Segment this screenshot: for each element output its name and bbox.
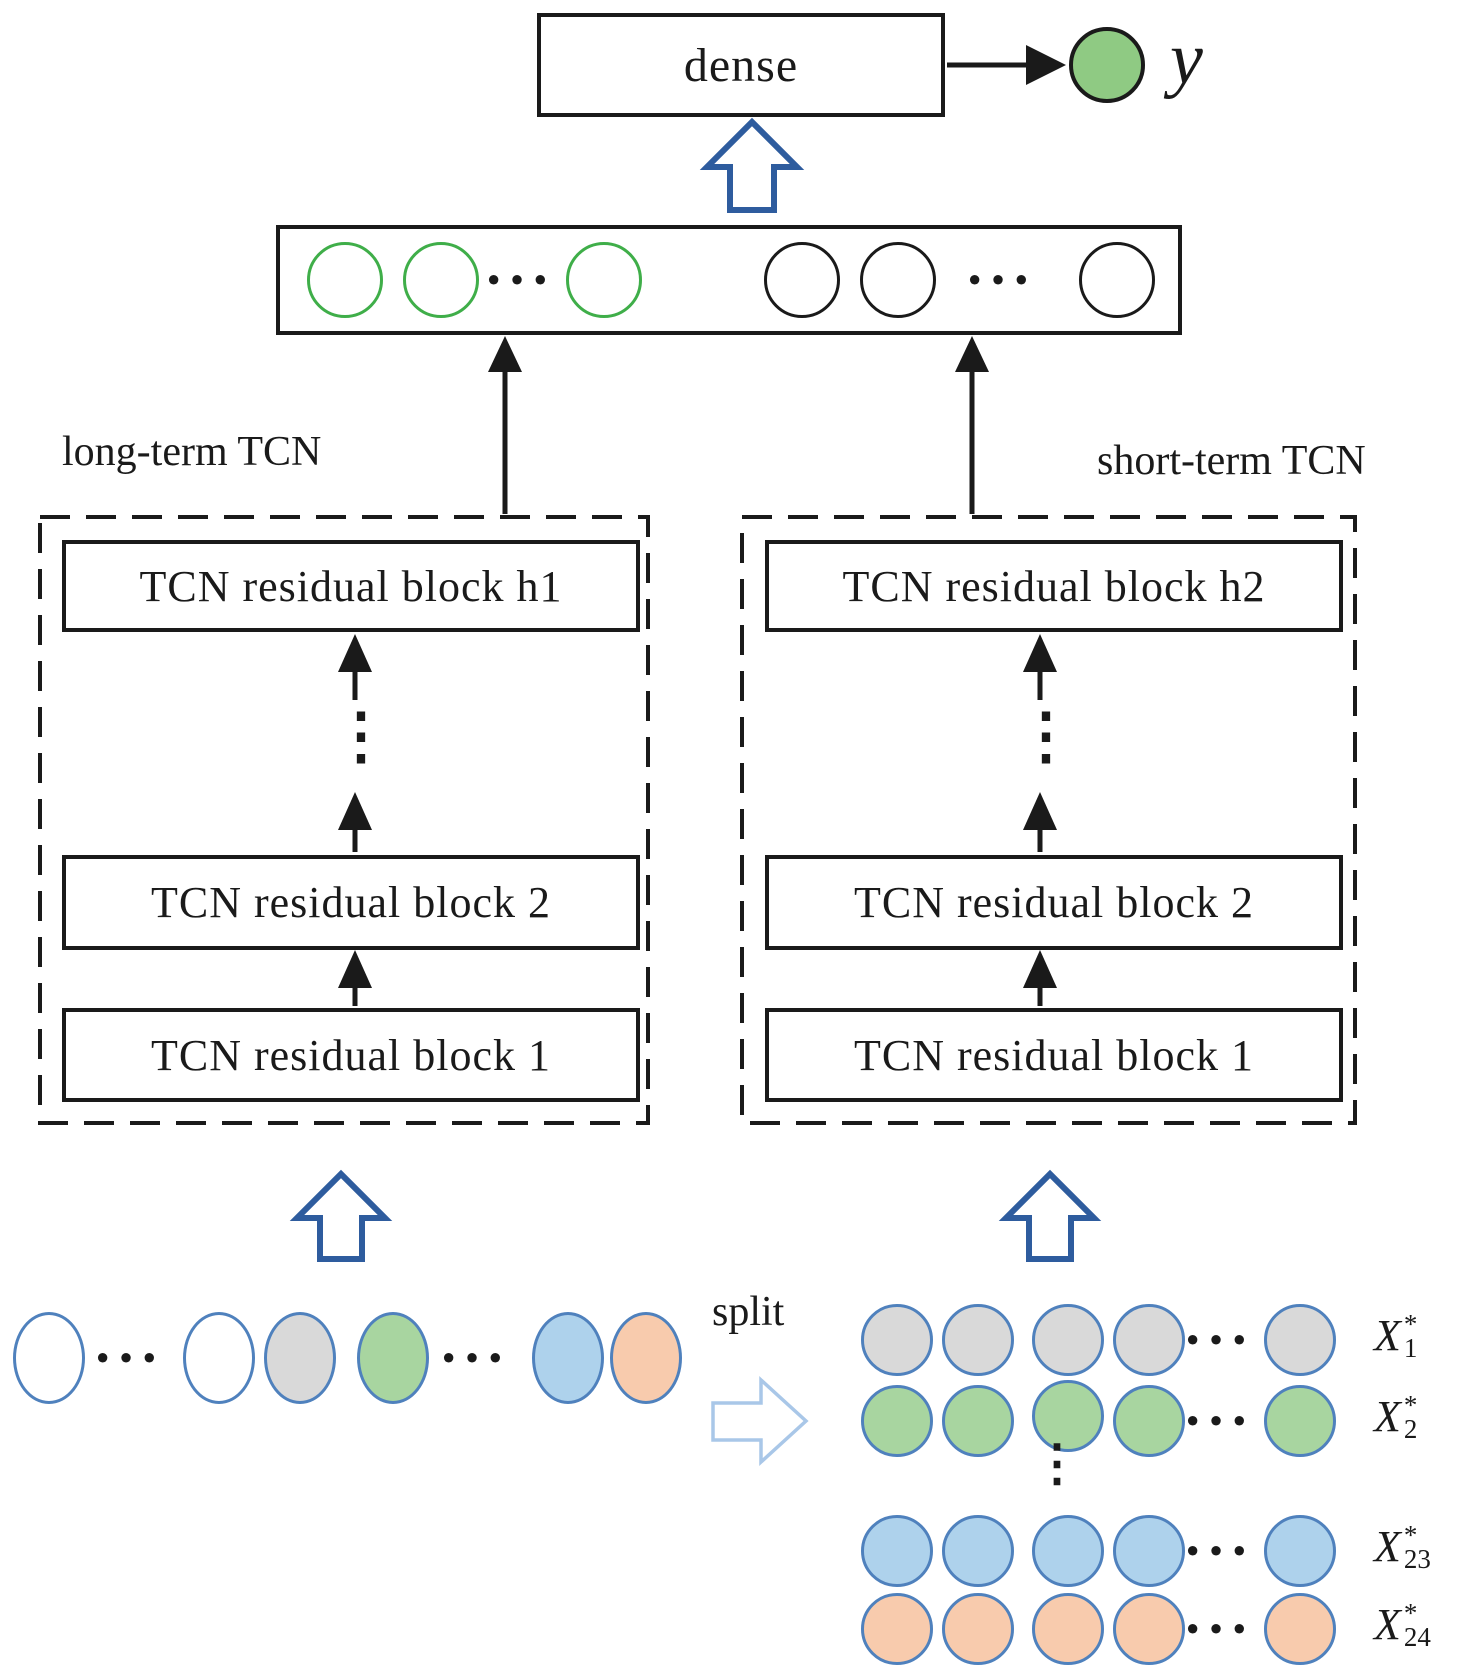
split-row-1-unit <box>942 1304 1014 1376</box>
x-sup: * <box>1403 1309 1418 1339</box>
x-sub: 2 <box>1403 1414 1418 1445</box>
long-mid-to-dots-arrow-head <box>338 792 372 830</box>
split-row-23-unit <box>861 1515 933 1587</box>
block-label: TCN residual block 2 <box>150 878 552 927</box>
ellipsis-horizontal: ··· <box>964 247 1036 312</box>
ellipsis-vertical: ⋮ <box>1015 703 1077 771</box>
long-bottom-to-mid-arrow-head <box>338 950 372 988</box>
short-bottom-to-mid-arrow-head <box>1023 950 1057 988</box>
split-row-24-unit <box>861 1593 933 1665</box>
split-row-23-unit <box>1032 1515 1104 1587</box>
split-row-1-unit <box>1032 1304 1104 1376</box>
x-var: X <box>1374 1522 1401 1572</box>
input-unit-blue <box>532 1312 604 1404</box>
concat-green-unit <box>403 242 479 318</box>
dense-layer-box: dense <box>537 13 945 117</box>
split-row-24-unit <box>942 1593 1014 1665</box>
input-unit-white <box>183 1312 255 1404</box>
split-row-2-unit <box>1264 1385 1336 1457</box>
concat-black-unit <box>860 242 936 318</box>
short-tcn-residual-block-h2: TCN residual block h2 <box>765 540 1343 632</box>
ellipsis-horizontal: ··· <box>92 1325 164 1390</box>
split-row-2-unit <box>1032 1380 1104 1452</box>
concat-black-unit <box>1079 242 1155 318</box>
split-row-2-unit <box>1113 1385 1185 1457</box>
ellipsis-vertical: ⋮ <box>1032 1435 1082 1491</box>
block-label: TCN residual block 2 <box>853 878 1255 927</box>
split-row-23-unit <box>1113 1515 1185 1587</box>
split-right-block-arrow-icon <box>711 1376 809 1466</box>
short-term-tcn-label: short-term TCN <box>1097 438 1366 484</box>
y-output-node <box>1069 27 1145 103</box>
split-row-2-unit <box>861 1385 933 1457</box>
x-var: X <box>1374 1311 1401 1361</box>
x-var: X <box>1374 1392 1401 1442</box>
y-label: y <box>1170 18 1203 100</box>
ellipsis-horizontal: ··· <box>483 247 555 312</box>
input-unit-gray <box>264 1312 336 1404</box>
split-row-24-unit <box>1032 1593 1104 1665</box>
ellipsis-horizontal: ··· <box>1182 1307 1254 1372</box>
input-to-long-up-block-arrow-icon <box>289 1169 393 1262</box>
dense-label: dense <box>683 38 799 92</box>
short-tcn-residual-block-1: TCN residual block 1 <box>765 1008 1343 1102</box>
block-label: TCN residual block 1 <box>150 1030 552 1080</box>
concat-to-dense-up-block-arrow-icon <box>699 117 805 213</box>
ellipsis-horizontal: ··· <box>1182 1518 1254 1583</box>
split-row-24-unit <box>1264 1593 1336 1665</box>
short-to-concat-arrow-head <box>955 336 989 372</box>
short-tcn-residual-block-2: TCN residual block 2 <box>765 855 1343 950</box>
input-unit-green <box>357 1312 429 1404</box>
long-tcn-residual-block-2: TCN residual block 2 <box>62 855 640 950</box>
block-label: TCN residual block 1 <box>853 1030 1255 1080</box>
ellipsis-vertical: ⋮ <box>330 703 392 771</box>
x-sub: 23 <box>1403 1544 1431 1575</box>
split-row-24-unit <box>1113 1593 1185 1665</box>
short-dots-to-top-arrow-head <box>1023 634 1057 672</box>
long-tcn-residual-block-h1: TCN residual block h1 <box>62 540 640 632</box>
concat-black-unit <box>764 242 840 318</box>
dense-to-y-arrow-head <box>1026 45 1066 85</box>
long-dots-to-top-arrow-head <box>338 634 372 672</box>
split-row-1-label: X*1 <box>1374 1309 1418 1364</box>
x-sub: 24 <box>1403 1622 1431 1653</box>
split-label: split <box>712 1289 785 1335</box>
split-row-23-unit <box>942 1515 1014 1587</box>
block-label: TCN residual block h1 <box>139 561 563 611</box>
ellipsis-horizontal: ··· <box>1182 1388 1254 1453</box>
long-to-concat-arrow-head <box>488 336 522 372</box>
split-row-2-label: X*2 <box>1374 1390 1418 1445</box>
split-row-23-label: X*23 <box>1374 1520 1431 1575</box>
x-sup: * <box>1403 1520 1418 1550</box>
ellipsis-horizontal: ··· <box>438 1325 510 1390</box>
split-row-1-unit <box>861 1304 933 1376</box>
x-var: X <box>1374 1600 1401 1650</box>
x-sup: * <box>1403 1390 1418 1420</box>
long-term-tcn-label: long-term TCN <box>62 429 322 475</box>
split-row-24-label: X*24 <box>1374 1598 1431 1653</box>
block-label: TCN residual block h2 <box>842 561 1266 611</box>
input-to-short-up-block-arrow-icon <box>998 1169 1102 1262</box>
short-mid-to-dots-arrow-head <box>1023 792 1057 830</box>
split-row-1-unit <box>1113 1304 1185 1376</box>
input-unit-white <box>13 1312 85 1404</box>
split-row-2-unit <box>942 1385 1014 1457</box>
x-sub: 1 <box>1403 1333 1418 1364</box>
long-tcn-residual-block-1: TCN residual block 1 <box>62 1008 640 1102</box>
split-row-1-unit <box>1264 1304 1336 1376</box>
input-unit-orange <box>610 1312 682 1404</box>
ellipsis-horizontal: ··· <box>1182 1596 1254 1661</box>
concat-green-unit <box>566 242 642 318</box>
split-row-23-unit <box>1264 1515 1336 1587</box>
x-sup: * <box>1403 1598 1418 1628</box>
concat-green-unit <box>307 242 383 318</box>
